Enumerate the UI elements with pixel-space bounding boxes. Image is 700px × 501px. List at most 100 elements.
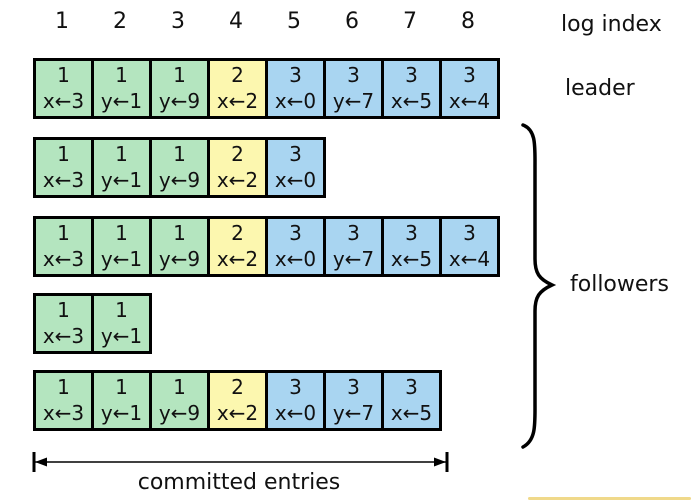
- followers-brace: [521, 123, 557, 449]
- entry-term: 1: [115, 298, 128, 322]
- entry-command: x←4: [448, 89, 491, 113]
- committed-entries-arrow: [32, 452, 449, 472]
- entry-term: 3: [405, 221, 418, 245]
- entry-term: 2: [231, 221, 244, 245]
- entry-command: y←1: [100, 401, 143, 425]
- log-index-number: 3: [171, 9, 185, 34]
- entry-term: 1: [173, 142, 186, 166]
- committed-entries-label: committed entries: [137, 470, 341, 495]
- entry-command: x←3: [42, 324, 85, 348]
- entry-command: y←9: [158, 401, 201, 425]
- entry-command: x←5: [390, 89, 433, 113]
- entry-command: y←1: [100, 89, 143, 113]
- entry-command: y←1: [100, 324, 143, 348]
- entry-command: y←1: [100, 247, 143, 271]
- log-index-number: 2: [113, 9, 127, 34]
- entry-term: 3: [463, 221, 476, 245]
- log-index-label: log index: [561, 12, 662, 37]
- entry-term: 1: [57, 298, 70, 322]
- log-index-row: 1 2 3 4 5 6 7 8: [33, 6, 497, 38]
- entry-term: 3: [289, 63, 302, 87]
- leader-label: leader: [565, 76, 635, 101]
- entry-command: x←2: [216, 401, 259, 425]
- log-index-number: 4: [229, 9, 243, 34]
- entry-command: y←7: [332, 401, 375, 425]
- log-index-number: 6: [345, 9, 359, 34]
- bottom-accent-line: [528, 497, 691, 500]
- entry-term: 2: [231, 375, 244, 399]
- entry-command: y←9: [158, 89, 201, 113]
- entry-command: x←3: [42, 401, 85, 425]
- entry-command: x←5: [390, 401, 433, 425]
- entry-term: 1: [57, 142, 70, 166]
- entry-command: x←2: [216, 247, 259, 271]
- entry-command: y←9: [158, 168, 201, 192]
- entry-term: 3: [405, 375, 418, 399]
- entry-term: 2: [231, 63, 244, 87]
- entry-command: y←7: [332, 89, 375, 113]
- entry-term: 3: [405, 63, 418, 87]
- entry-term: 1: [115, 63, 128, 87]
- entry-term: 1: [115, 375, 128, 399]
- log-index-number: 8: [461, 9, 475, 34]
- log-index-number: 7: [403, 9, 417, 34]
- entry-term: 3: [347, 221, 360, 245]
- entry-term: 3: [289, 375, 302, 399]
- entry-command: x←0: [274, 168, 317, 192]
- entry-term: 1: [173, 221, 186, 245]
- entry-term: 3: [289, 142, 302, 166]
- entry-command: x←0: [274, 89, 317, 113]
- entry-term: 3: [463, 63, 476, 87]
- entry-term: 1: [57, 221, 70, 245]
- entry-term: 1: [173, 63, 186, 87]
- log-index-number: 1: [55, 9, 69, 34]
- entry-command: y←7: [332, 247, 375, 271]
- log-index-number: 5: [287, 9, 301, 34]
- entry-command: x←0: [274, 401, 317, 425]
- entry-command: x←2: [216, 89, 259, 113]
- entry-command: x←0: [274, 247, 317, 271]
- entry-term: 1: [115, 142, 128, 166]
- entry-command: x←3: [42, 247, 85, 271]
- entry-term: 1: [57, 375, 70, 399]
- entry-term: 2: [231, 142, 244, 166]
- entry-command: x←3: [42, 89, 85, 113]
- entry-term: 3: [347, 375, 360, 399]
- entry-term: 3: [289, 221, 302, 245]
- entry-term: 1: [173, 375, 186, 399]
- entry-command: y←1: [100, 168, 143, 192]
